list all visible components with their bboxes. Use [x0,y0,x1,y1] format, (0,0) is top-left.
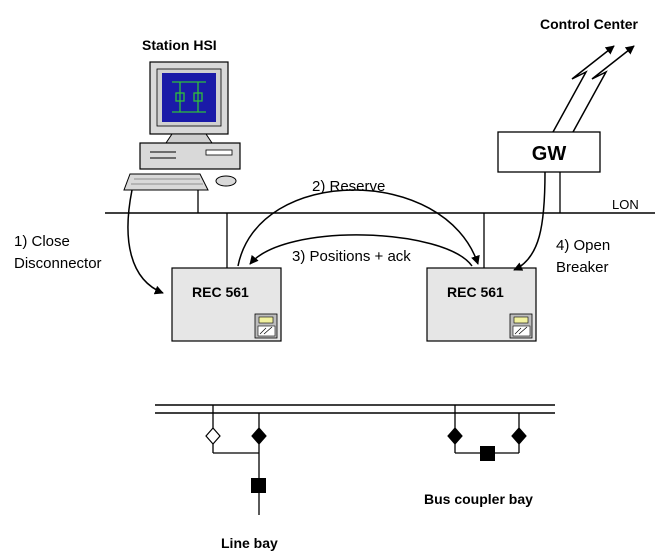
step-open-label-line2: Breaker [556,259,609,276]
step-open-label-line1: 4) Open [556,237,610,254]
device-panel-icon [509,313,533,339]
workstation-computer-icon [123,61,241,191]
control-center-label: Control Center [540,16,639,32]
line-bay [205,405,267,515]
coupler-disconnector-right-symbol [511,427,527,445]
reserve-arrow [237,189,480,267]
rec-right-label: REC 561 [447,284,504,300]
rec-left-label: REC 561 [192,284,249,300]
gateway-label: GW [532,143,567,165]
line-breaker-symbol [251,478,266,493]
step-positions-ack-label: 3) Positions + ack [292,248,411,265]
bus-coupler-bay-label: Bus coupler bay [424,491,533,507]
gateway-box [497,131,601,173]
bus-coupler-bay [447,405,527,461]
open-breaker-arrow [513,171,546,271]
disconnector-open-symbol [205,427,221,445]
communication-link-icon [552,45,635,133]
disconnector-closed-symbol [251,427,267,445]
positions-ack-arrow [249,234,473,267]
line-bay-label: Line bay [221,535,278,551]
lon-label: LON [612,197,639,212]
close-disconnector-arrow [127,189,164,295]
coupler-breaker-symbol [480,446,495,461]
coupler-disconnector-left-symbol [447,427,463,445]
rec-561-right-device: REC 561 [426,267,537,342]
rec-561-left-device: REC 561 [171,267,282,342]
step-close-label-line2: Disconnector [14,255,102,272]
station-hsi-label: Station HSI [142,37,217,53]
step-close-label-line1: 1) Close [14,233,70,250]
monitor-screen [162,73,216,122]
device-panel-icon [254,313,278,339]
